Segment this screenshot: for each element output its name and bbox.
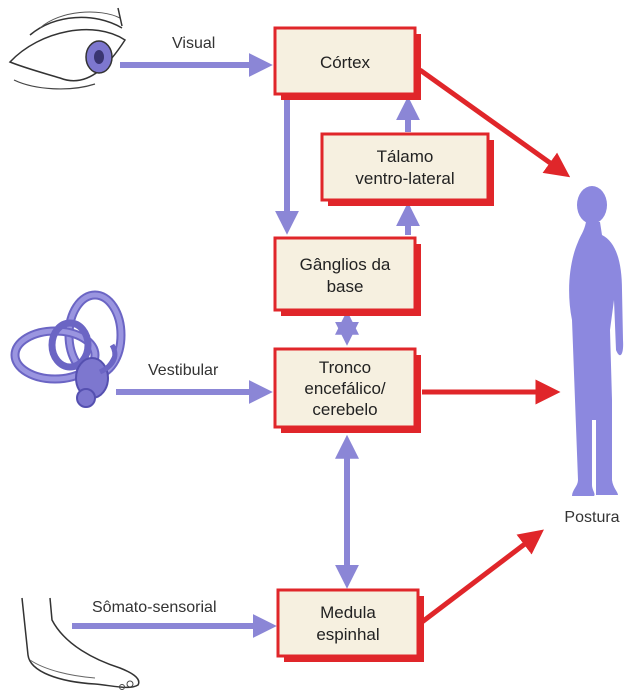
box-brainstem-line-3: cerebelo xyxy=(312,400,377,419)
arrow-spinal-to-posture xyxy=(422,537,534,622)
box-spinal-line-2: espinhal xyxy=(316,625,379,644)
box-thalamus-line-2: ventro-lateral xyxy=(355,169,454,188)
label-vestibular: Vestibular xyxy=(148,362,219,379)
box-basal-ganglia-line-1: Gânglios da xyxy=(300,255,391,274)
box-brainstem-line-2: encefálico/ xyxy=(304,379,386,398)
box-brainstem: Tronco encefálico/ cerebelo xyxy=(275,349,421,433)
label-posture: Postura xyxy=(564,509,619,526)
box-spinal-line-1: Medula xyxy=(320,603,376,622)
box-brainstem-line-1: Tronco xyxy=(319,358,371,377)
box-cortex: Córtex xyxy=(275,28,421,100)
box-cortex-label: Córtex xyxy=(320,53,371,72)
box-basal-ganglia-line-2: base xyxy=(327,277,364,296)
box-spinal-cord: Medula espinhal xyxy=(278,590,424,662)
eye-icon xyxy=(10,8,125,89)
box-basal-ganglia: Gânglios da base xyxy=(275,238,421,316)
label-somatosensory: Sômato-sensorial xyxy=(92,599,217,616)
box-thalamus: Tálamo ventro-lateral xyxy=(322,134,494,206)
label-visual: Visual xyxy=(172,35,215,52)
human-silhouette-icon xyxy=(569,186,623,496)
box-thalamus-line-1: Tálamo xyxy=(377,147,434,166)
inner-ear-icon xyxy=(15,295,121,407)
